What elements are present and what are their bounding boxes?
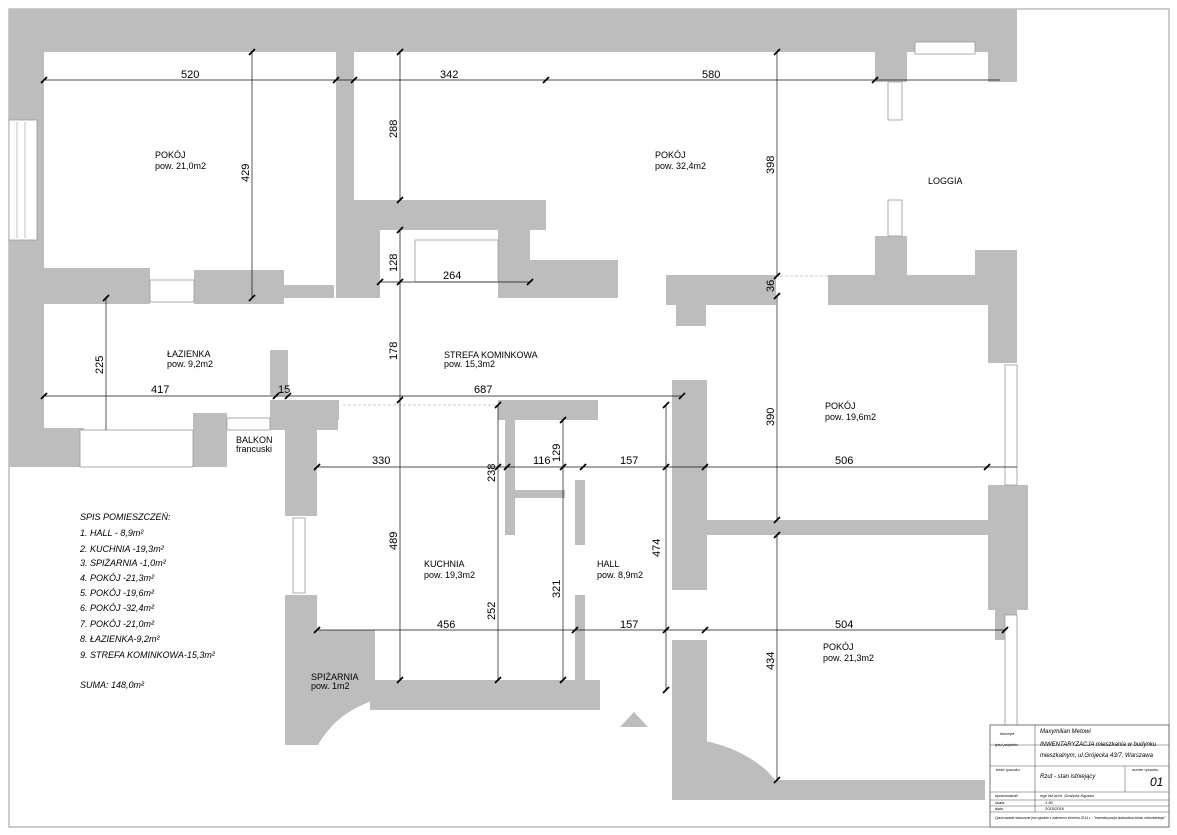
room-list-item: 5. POKÓJ -19,6m²: [80, 588, 155, 598]
dim-157b: 157: [620, 619, 638, 631]
dim-330: 330: [372, 455, 390, 467]
room-list-total: SUMA: 148,0m²: [80, 680, 145, 690]
room-list-item: 2. KUCHNIA -19,3m²: [79, 544, 165, 554]
tb-scale-value: 1:50: [1045, 800, 1054, 805]
dim-342: 342: [440, 69, 458, 81]
dim-580: 580: [702, 69, 720, 81]
tb-date-label: data: [995, 806, 1004, 811]
dim-36: 36: [765, 280, 777, 292]
tb-number-label: numer rysunku: [1132, 767, 1159, 772]
dim-429: 429: [240, 164, 252, 182]
tb-date-value: 2015/2016: [1044, 806, 1065, 811]
tb-project-line2: mieszkalnym, ul.Grójecka 43/7, Warszawa: [1040, 753, 1154, 759]
tb-project-label: tytuł projektu: [995, 742, 1018, 747]
room-list-item: 8. ŁAZIENKA-9,2m²: [80, 634, 161, 644]
room-list-item: 4. POKÓJ -21,3m²: [80, 573, 155, 583]
room-list-item: 7. POKÓJ -21,0m²: [80, 619, 155, 629]
tb-drawing-label: treść rysunku: [996, 767, 1021, 772]
dim-252: 252: [486, 602, 498, 620]
room-balkon-sub: francuski: [236, 444, 272, 454]
room-list-item: 3. SPIŻARNIA -1,0m²: [80, 558, 167, 568]
room-strefa-name: STREFA KOMINKOWA: [444, 350, 538, 360]
walls: [8, 9, 1028, 800]
dim-456: 456: [437, 619, 455, 631]
room-pokoj-1-name: POKÓJ: [155, 150, 186, 160]
dim-128: 128: [388, 254, 400, 272]
room-list-header: SPIS POMIESZCZEŃ:: [80, 512, 171, 522]
tb-prepared-label: opracowanie: [995, 793, 1018, 798]
dim-116: 116: [533, 455, 551, 467]
tb-prepared-value: mgr inż.arch. Grażyna Kępska: [1040, 793, 1095, 798]
dim-157a: 157: [620, 455, 638, 467]
room-list-item: 1. HALL - 8,9m²: [80, 528, 144, 538]
room-kuchnia-name: KUCHNIA: [424, 559, 465, 569]
tb-footnote: Opracowanie stworzone jest zgodnie z zak…: [995, 816, 1166, 820]
room-labels: POKÓJ pow. 21,0m2 POKÓJ pow. 32,4m2 LOGG…: [155, 150, 963, 691]
dim-687: 687: [474, 384, 492, 396]
room-pokoj-2-area: pow. 32,4m2: [655, 161, 706, 171]
room-pokoj-1-area: pow. 21,0m2: [155, 161, 206, 171]
room-pokoj-2-name: POKÓJ: [655, 150, 686, 160]
dim-506: 506: [835, 455, 853, 467]
dimension-ticks: [40, 48, 1009, 784]
tb-drawing-title: Rzut - stan istniejący: [1040, 774, 1096, 780]
dim-238: 238: [486, 464, 498, 482]
tb-number: 01: [1150, 775, 1163, 789]
dim-504: 504: [835, 619, 853, 631]
dim-474: 474: [651, 539, 663, 557]
dim-398: 398: [765, 156, 777, 174]
dim-178: 178: [388, 342, 400, 360]
tb-scale-label: skala: [995, 800, 1005, 805]
dim-288: 288: [388, 120, 400, 138]
dim-129: 129: [551, 444, 563, 462]
tb-author-label: koncept: [1000, 731, 1015, 736]
room-balkon-name: BALKON: [236, 435, 273, 445]
title-block: koncept Maxymilian Metowi tytuł projektu…: [989, 724, 1170, 828]
tb-author: Maxymilian Metowi: [1040, 729, 1091, 735]
dim-15: 15: [278, 384, 290, 396]
dim-520: 520: [181, 69, 199, 81]
room-lazienka-name: ŁAZIENKA: [167, 349, 211, 359]
room-hall-name: HALL: [597, 559, 620, 569]
room-loggia-name: LOGGIA: [928, 176, 963, 186]
room-pokoj-3-name: POKÓJ: [825, 401, 856, 411]
room-list: SPIS POMIESZCZEŃ: 1. HALL - 8,9m² 2. KUC…: [79, 512, 216, 690]
room-spizarnia-name: SPIŻARNIA: [311, 672, 359, 682]
dim-225: 225: [94, 356, 106, 374]
dimension-labels: 520 342 580 288 429 398 128 264 36 225 1…: [94, 69, 853, 670]
room-hall-area: pow. 8,9m2: [597, 570, 643, 580]
room-list-item: 9. STREFA KOMINKOWA-15,3m²: [80, 650, 216, 660]
room-kuchnia-area: pow. 19,3m2: [424, 570, 475, 580]
room-list-item: 6. POKÓJ -32,4m²: [80, 603, 155, 613]
dim-417: 417: [151, 384, 169, 396]
room-pokoj-4-area: pow. 21,3m2: [823, 653, 874, 663]
dim-264: 264: [443, 270, 461, 282]
dim-321: 321: [551, 580, 563, 598]
room-strefa-area: pow. 15,3m2: [444, 359, 495, 369]
tb-project-line1: INWENTARYZACJA mieszkania w budynku: [1040, 742, 1157, 748]
room-pokoj-3-area: pow. 19,6m2: [825, 412, 876, 422]
dim-434: 434: [765, 652, 777, 670]
room-spizarnia-area: pow. 1m2: [311, 681, 350, 691]
dim-489: 489: [388, 532, 400, 550]
dim-390: 390: [765, 408, 777, 426]
room-pokoj-4-name: POKÓJ: [823, 642, 854, 652]
room-lazienka-area: pow. 9,2m2: [167, 359, 213, 369]
